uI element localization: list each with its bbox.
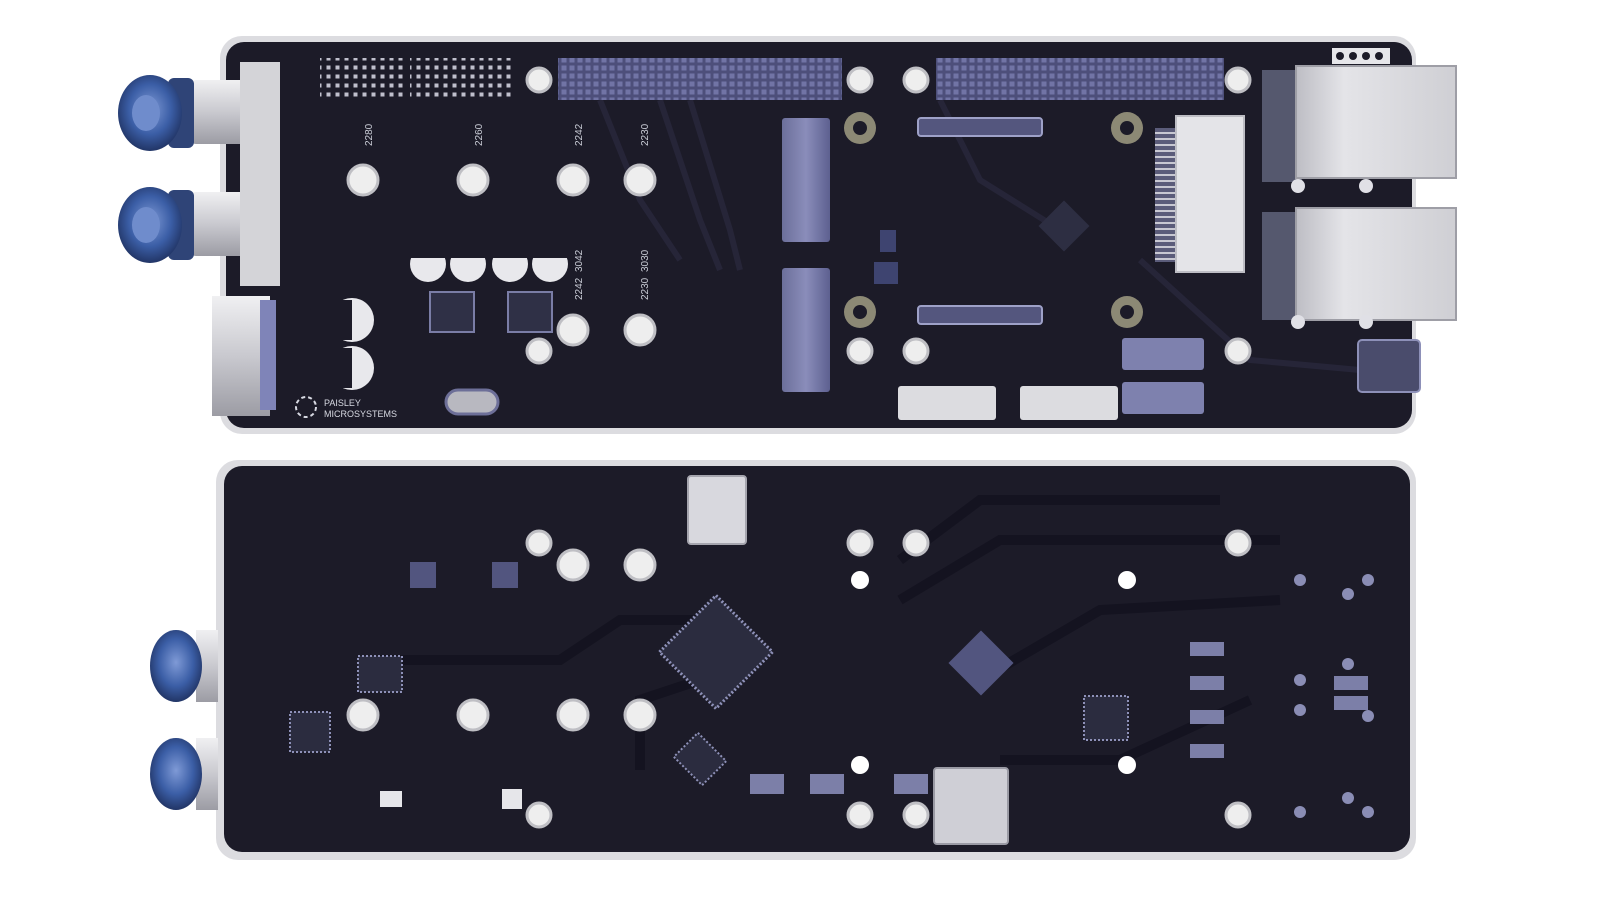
brand-line-2: MICROSYSTEMS xyxy=(324,409,397,419)
rj45-jack-2 xyxy=(1262,207,1457,329)
bottom-ic-left-4 xyxy=(492,562,518,588)
bottom-ic-left-5 xyxy=(672,731,728,787)
pin-header-large-2 xyxy=(936,58,1224,100)
bottom-fpga xyxy=(948,630,1014,696)
m2-connector-2 xyxy=(782,268,830,392)
ffc-connector-1 xyxy=(917,117,1043,137)
resistor-arrays-bottom xyxy=(750,774,928,794)
bottom-ic-left-3 xyxy=(410,562,436,588)
power-connector xyxy=(212,296,276,416)
slot-label-2230-lower: 2230 xyxy=(640,277,651,300)
top-standoffs xyxy=(844,112,1143,328)
electrolytic-capacitors xyxy=(330,244,568,390)
paisley-logo-icon xyxy=(295,396,317,418)
bottom-connector-2 xyxy=(1020,386,1118,420)
bottom-phy xyxy=(1083,695,1129,741)
test-pad-1 xyxy=(380,791,402,807)
top-ic-small xyxy=(880,230,896,252)
top-mounting-holes xyxy=(346,66,1252,365)
bottom-connector-3 xyxy=(1122,338,1204,370)
top-soc xyxy=(1038,200,1090,252)
sfp-cage xyxy=(1155,115,1245,273)
ffc-connector-2 xyxy=(917,305,1043,325)
usb-c-side-connector xyxy=(1357,339,1421,393)
bnc-connector-bottom-2 xyxy=(150,738,218,810)
resistor-arrays-right xyxy=(1190,642,1368,758)
m2-connector-1 xyxy=(782,118,830,242)
debug-header xyxy=(1332,48,1390,64)
microsd-slot xyxy=(933,767,1009,845)
bottom-ic-left-2 xyxy=(289,711,331,753)
bottom-board xyxy=(150,460,1416,860)
rj45-jack-1 xyxy=(1262,65,1457,193)
slot-label-2230: 2230 xyxy=(640,123,651,146)
bottom-mounting-holes xyxy=(346,529,1252,829)
brand-line-1: PAISLEY xyxy=(324,398,361,408)
bnc-bracket xyxy=(240,62,280,286)
right-edge-vias xyxy=(1294,574,1374,818)
slot-label-2242-lower: 2242 xyxy=(574,277,585,300)
inductor-2 xyxy=(507,291,553,333)
bottom-connector-1 xyxy=(898,386,996,420)
test-pad-2 xyxy=(502,789,522,809)
bottom-main-processor xyxy=(657,593,775,711)
top-ic-small-2 xyxy=(874,262,898,284)
top-usb-c xyxy=(444,388,500,416)
bnc-connector-top-2 xyxy=(118,187,250,263)
top-board: 2280 2260 2242 2230 3042 3030 2242 2230 xyxy=(118,36,1457,434)
slot-labels: 2280 2260 2242 2230 3042 3030 2242 2230 xyxy=(364,123,651,300)
slot-label-3030: 3030 xyxy=(640,249,651,272)
pin-header-small-1 xyxy=(320,58,404,100)
pin-header-small-2 xyxy=(410,58,514,100)
slot-label-2260: 2260 xyxy=(474,123,485,146)
slot-label-2242: 2242 xyxy=(574,123,585,146)
bottom-connector-4 xyxy=(1122,382,1204,414)
bnc-connector-top-1 xyxy=(118,75,250,151)
inductor-1 xyxy=(429,291,475,333)
pin-header-large-1 xyxy=(558,58,842,100)
slot-label-3042: 3042 xyxy=(574,249,585,272)
slot-label-2280: 2280 xyxy=(364,123,375,146)
usb-a-connector xyxy=(687,475,747,545)
bnc-connector-bottom-1 xyxy=(150,630,218,702)
bottom-ic-left-1 xyxy=(357,655,403,693)
